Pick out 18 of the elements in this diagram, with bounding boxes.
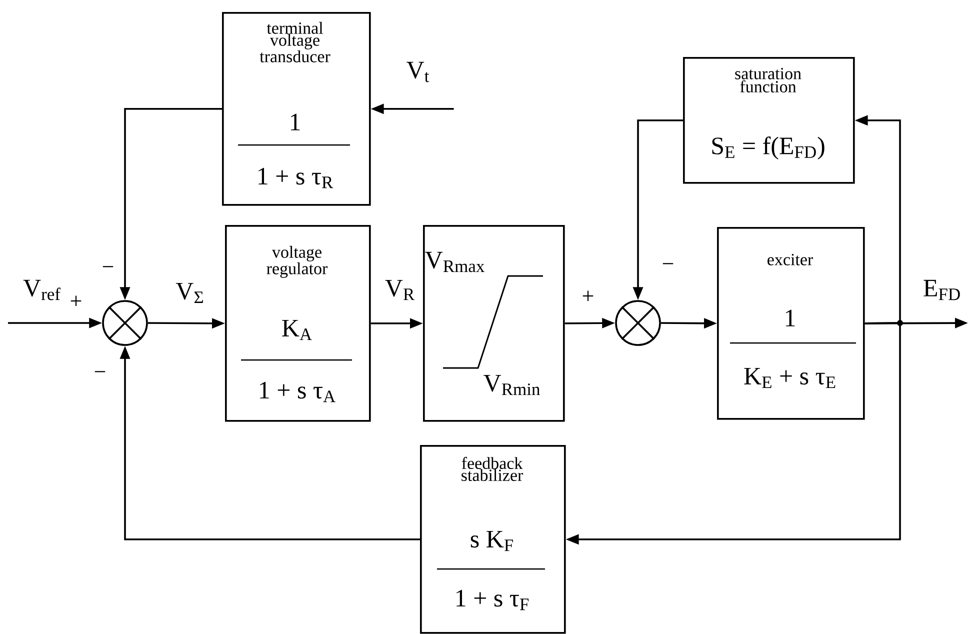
transfer-function-block: voltage regulator K$_{A}$ 1 + s τ$_{A}$ (225, 225, 371, 422)
signal-label: V$_{R}$ (384, 278, 416, 302)
summing-junction (615, 300, 661, 346)
sign-label: + (582, 290, 594, 302)
transfer-function-block: feedback stabilizer s K$_{F}$ 1 + s τ$_{F}$ (420, 445, 566, 634)
transfer-function-block: saturation function S$_{E}$ = f(E$_{FD}$) (683, 57, 855, 184)
signal-label: V$_{t}$ (405, 60, 431, 84)
sign-label: + (70, 296, 82, 306)
signal-label: V$_{ref}$ (22, 278, 62, 302)
sign-label: − (662, 263, 674, 264)
signal-label: E$_{FD}$ (922, 278, 962, 302)
transfer-function-block: exciter 1 K$_{E}$ + s τ$_{E}$ (717, 227, 865, 420)
summing-junction (102, 300, 148, 346)
sign-label: − (94, 371, 106, 372)
sign-label: − (102, 266, 114, 268)
signal-label: V$_{Σ}$ (174, 282, 206, 304)
transfer-function-block: terminal voltage transducer 1 1 + s τ$_{R}$ (222, 12, 371, 206)
limiter-block: V$_{Rmax}$ V$_{Rmin}$ (423, 225, 565, 422)
